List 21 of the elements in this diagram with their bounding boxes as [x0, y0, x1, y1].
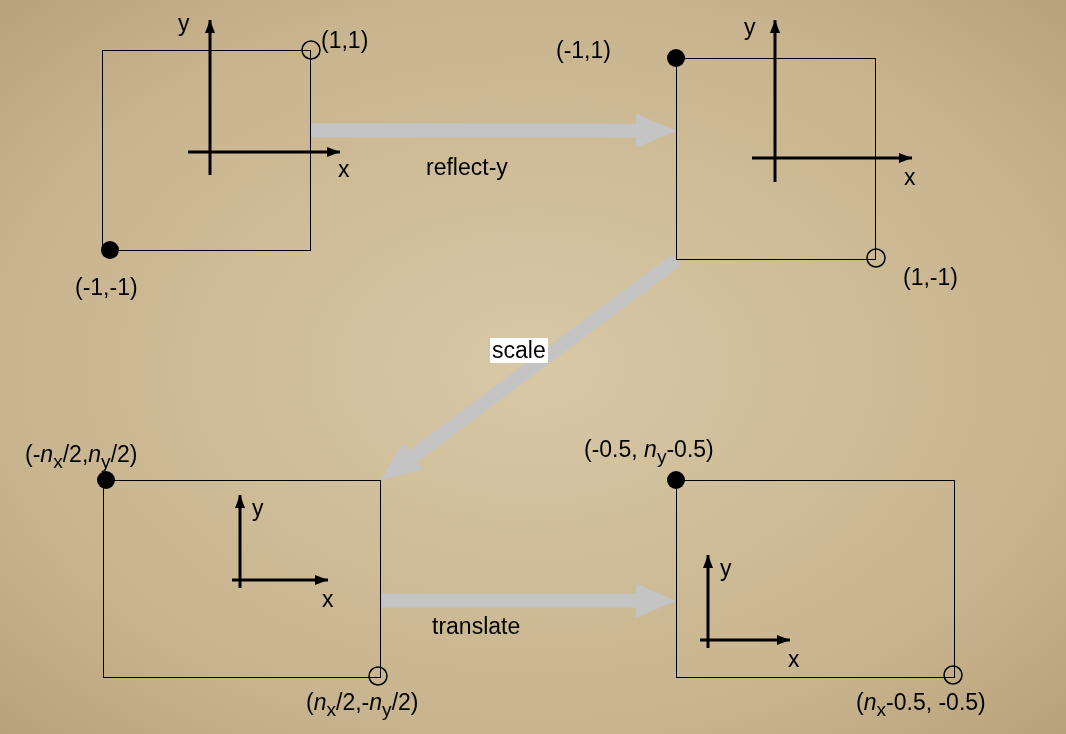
axis-label: x [788, 648, 800, 671]
axis-label: y [720, 557, 732, 580]
edge-label: scale [490, 338, 548, 363]
axis-label: y [178, 12, 190, 35]
axis-label: x [904, 166, 916, 189]
corner-coordinate-label: (1,1) [321, 29, 369, 52]
axis-label: y [252, 497, 264, 520]
corner-coordinate-label: (-0.5, n$_{y}$-0.5) [584, 438, 714, 466]
corner-coordinate-label: (-1,-1) [75, 276, 138, 299]
corner-coordinate-label: (-n$_{x}$/2,n$_{y}$/2) [25, 443, 138, 471]
corner-coordinate-label: (n$_{x}$/2,-n$_{y}$/2) [306, 691, 419, 719]
axis-label: x [338, 158, 350, 181]
edge-label: translate [431, 614, 522, 639]
edge-label: reflect-y [425, 155, 509, 180]
transform-arrow [311, 113, 676, 148]
transform-arrow [381, 583, 676, 618]
corner-coordinate-label: (1,-1) [903, 266, 958, 289]
axis-label: y [744, 16, 756, 39]
corner-coordinate-label: (-1,1) [556, 39, 611, 62]
corner-coordinate-label: (n$_{x}$-0.5, -0.5) [856, 691, 986, 719]
axis-label: x [322, 588, 334, 611]
